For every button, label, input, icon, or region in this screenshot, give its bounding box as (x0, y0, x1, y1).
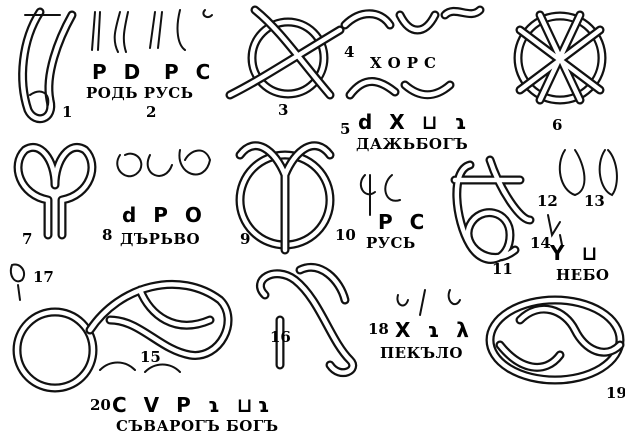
label-peklo: ПЕКЪЛО (380, 346, 463, 361)
label-dazhbog: ДАЖЬБОГЪ (356, 137, 468, 152)
knot-sign-12-13 (560, 150, 617, 195)
knot-sign-15 (17, 284, 228, 388)
knot-sign-7 (18, 147, 92, 235)
knot-sign-10-glyphs (361, 175, 400, 215)
figure-number-10: 10 (335, 228, 356, 243)
figure-number-19: 19 (606, 386, 625, 401)
rune-sequence-20: C V P ɿ ⊔ɿ (112, 395, 274, 415)
label-nebo: НЕБО (556, 268, 610, 283)
figure-number-5: 5 (340, 122, 350, 137)
knot-sign-17 (11, 264, 24, 300)
knot-sign-16 (260, 267, 352, 372)
knot-sign-9 (240, 146, 330, 250)
figure-number-14: 14 (530, 236, 551, 251)
knot-sign-3 (230, 10, 340, 95)
knot-sign-18-glyphs (397, 290, 460, 315)
figure-number-3: 3 (278, 103, 288, 118)
rune-sequence-8: d P O (122, 205, 207, 225)
figure-number-13: 13 (584, 194, 605, 209)
rune-sequence-2a: P D (92, 62, 145, 82)
rune-sequence-2b: P C (164, 62, 215, 82)
figure-number-7: 7 (22, 232, 32, 247)
knot-sign-6 (518, 15, 602, 100)
figure-number-4: 4 (344, 45, 354, 60)
rune-sequence-14: Y ⊔ (550, 243, 602, 263)
rune-sequence-18: X ɿ λ (395, 320, 474, 340)
label-rus: РУСЬ (366, 236, 416, 251)
figure-number-9: 9 (240, 232, 250, 247)
figure-number-17: 17 (33, 270, 54, 285)
figure-number-16: 16 (270, 330, 291, 345)
label-rod-rus: РОДЬ РУСЬ (86, 86, 194, 101)
rune-sequence-10: P C (378, 212, 429, 232)
figure-number-8: 8 (102, 228, 112, 243)
label-darvo: ДЪРЬВО (120, 232, 200, 247)
figure-number-12: 12 (537, 194, 558, 209)
knot-sign-2 (92, 10, 212, 52)
figure-number-1: 1 (62, 105, 72, 120)
figure-number-20: 20 (90, 398, 111, 413)
label-hors: ХОРС (370, 56, 442, 71)
rune-sequence-5: d X ⊔ ɿ (358, 112, 471, 132)
knot-sign-11 (455, 160, 530, 259)
knot-sign-19 (490, 300, 620, 380)
knot-sign-4 (345, 10, 480, 95)
label-svarog: СЪВАРОГЪ БОГЪ (116, 419, 279, 434)
figure-number-11: 11 (492, 262, 513, 277)
knot-sign-8-glyphs (117, 150, 210, 176)
figure-number-18: 18 (368, 322, 389, 337)
figure-number-2: 2 (146, 105, 156, 120)
figure-number-6: 6 (552, 118, 562, 133)
figure-number-15: 15 (140, 350, 161, 365)
